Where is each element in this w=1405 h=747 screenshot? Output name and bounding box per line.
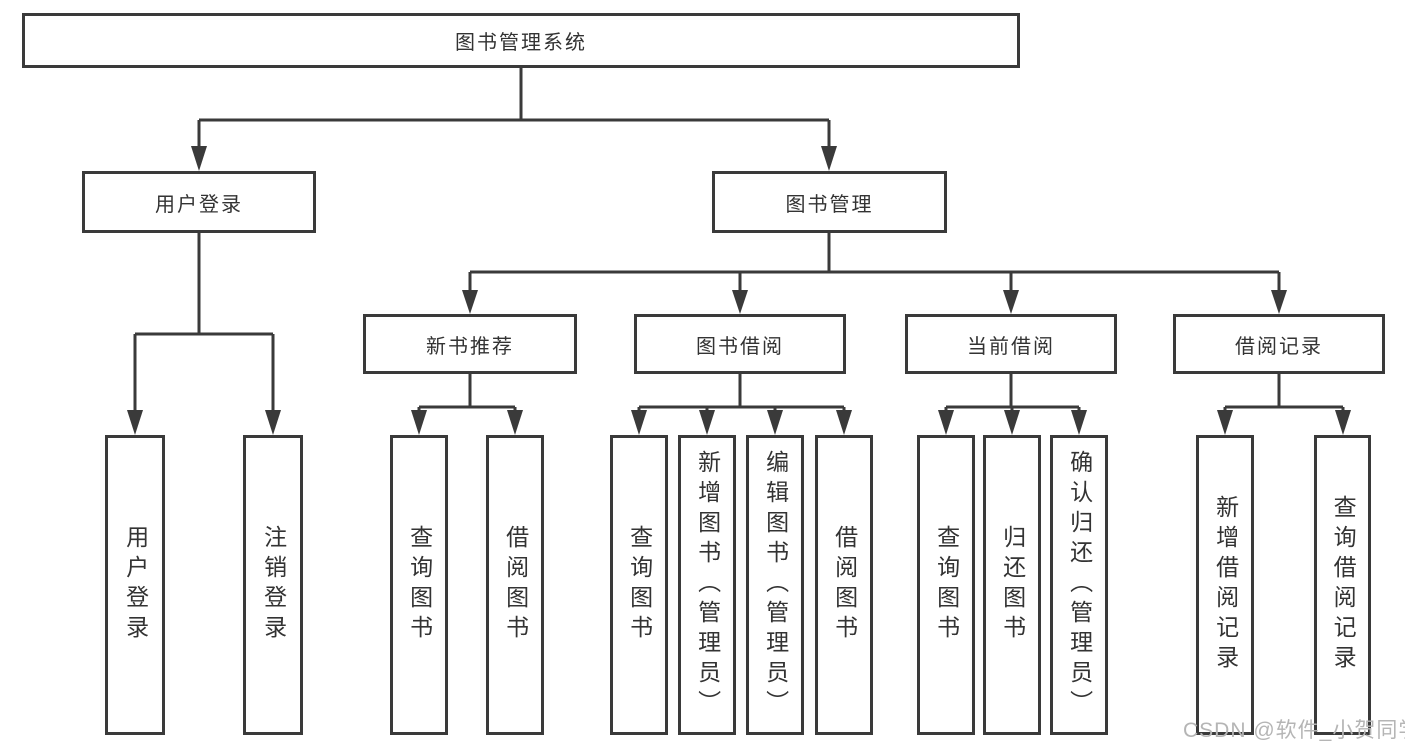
node-new-book-recommend: 新书推荐 bbox=[363, 314, 577, 374]
leaf-edit-book-admin: 编辑图书（管理员） bbox=[746, 435, 804, 735]
leaf-user-login: 用户登录 bbox=[105, 435, 165, 735]
node-borrow-record: 借阅记录 bbox=[1173, 314, 1385, 374]
node-current-borrow: 当前借阅 bbox=[905, 314, 1117, 374]
node-book-management: 图书管理 bbox=[712, 171, 947, 233]
leaf-return-book: 归还图书 bbox=[983, 435, 1041, 735]
leaf-add-book-admin: 新增图书（管理员） bbox=[678, 435, 736, 735]
node-user-login: 用户登录 bbox=[82, 171, 316, 233]
leaf-confirm-return-admin: 确认归还（管理员） bbox=[1050, 435, 1108, 735]
leaf-query-borrow-record: 查询借阅记录 bbox=[1314, 435, 1371, 735]
node-book-borrow: 图书借阅 bbox=[634, 314, 846, 374]
leaf-query-book-1: 查询图书 bbox=[390, 435, 448, 735]
leaf-borrow-book-1: 借阅图书 bbox=[486, 435, 544, 735]
leaf-borrow-book-2: 借阅图书 bbox=[815, 435, 873, 735]
arrowhead-icons bbox=[127, 146, 1351, 435]
csdn-watermark: CSDN @软件_小贺同学 bbox=[1183, 719, 1405, 742]
leaf-query-book-2: 查询图书 bbox=[610, 435, 668, 735]
leaf-query-book-3: 查询图书 bbox=[917, 435, 975, 735]
leaf-add-borrow-record: 新增借阅记录 bbox=[1196, 435, 1254, 735]
leaf-logout: 注销登录 bbox=[243, 435, 303, 735]
node-root: 图书管理系统 bbox=[22, 13, 1020, 68]
